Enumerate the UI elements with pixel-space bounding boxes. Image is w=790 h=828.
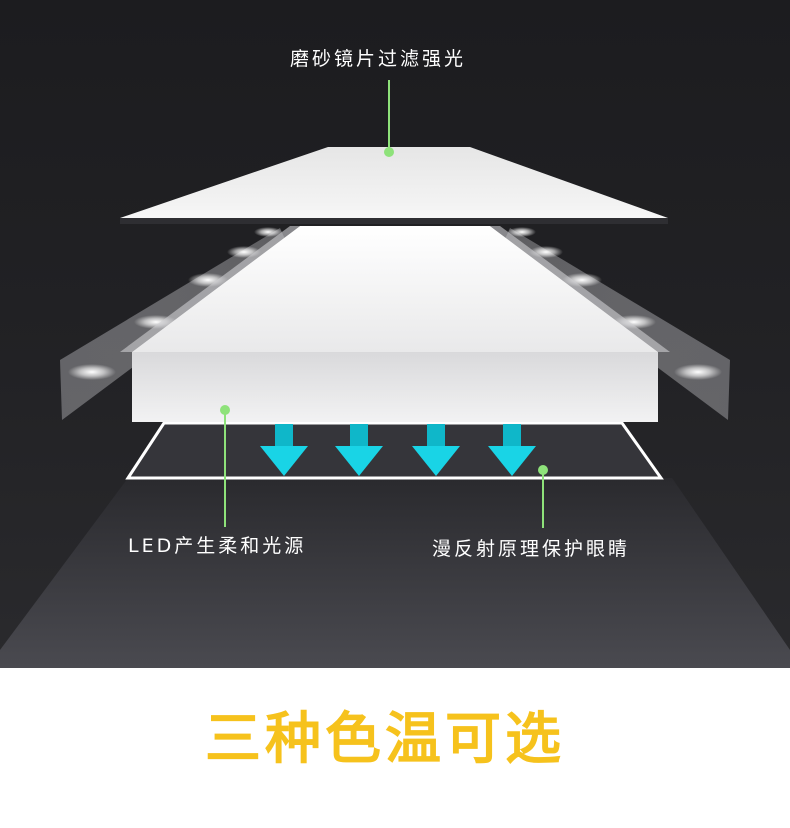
label-frosted-lens: 磨砂镜片过滤强光 xyxy=(290,48,467,70)
frosted-lens xyxy=(120,147,668,218)
callout-dot-left xyxy=(220,405,230,415)
light-box-edge-right xyxy=(490,226,670,352)
label-led-source: LED产生柔和光源 xyxy=(128,535,307,557)
panel-illustration xyxy=(0,80,790,668)
down-arrow-icon xyxy=(488,424,536,476)
floor-surface xyxy=(0,478,790,668)
arrow-group xyxy=(260,424,536,476)
frosted-lens-edge xyxy=(120,218,668,224)
down-arrow-icon xyxy=(335,424,383,476)
headline-title: 三种色温可选 xyxy=(205,707,565,772)
product-diagram: 磨砂镜片过滤强光 LED产生柔和光源 漫反射原理保护眼睛 xyxy=(0,0,790,668)
light-box-top xyxy=(132,226,658,352)
base-frame xyxy=(125,421,664,480)
led-glow xyxy=(674,364,722,380)
light-box-front xyxy=(132,352,658,422)
down-arrow-icon xyxy=(412,424,460,476)
callout-dot-top xyxy=(384,147,394,157)
down-arrow-icon xyxy=(260,424,308,476)
label-diffuse-reflection: 漫反射原理保护眼睛 xyxy=(432,538,631,560)
led-glow xyxy=(68,364,116,380)
headline-banner xyxy=(0,668,790,828)
led-glow xyxy=(508,227,536,237)
callout-dot-right xyxy=(538,465,548,475)
light-box-edge-left xyxy=(120,226,300,352)
led-glow xyxy=(254,227,282,237)
